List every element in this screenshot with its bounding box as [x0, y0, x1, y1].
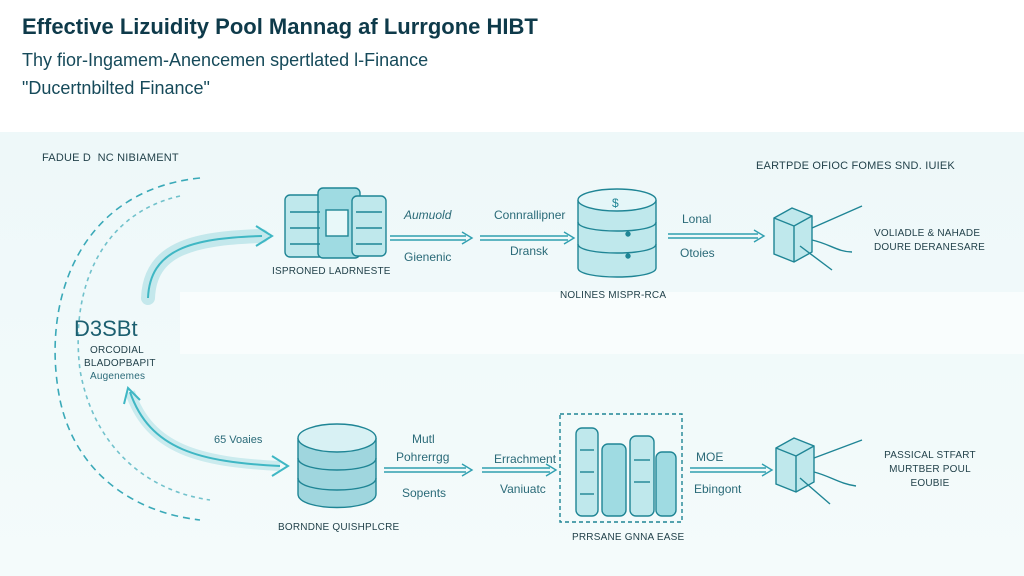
center-title: D3SBt [74, 316, 138, 341]
cube-node-top [773, 205, 863, 271]
right-label-top-2: DOURE DERANESARE [874, 242, 985, 253]
bottom-label-d: Errachment [494, 452, 557, 466]
right-top-label: EARTPDE OFIOC FOMES SND. IUIEK [756, 160, 955, 172]
curved-arrow-top [141, 225, 274, 305]
center-line-2: BLADOPBAPIT [84, 358, 156, 369]
cube-node-bottom [775, 437, 863, 505]
right-label-bottom-1: PASSICAL STFART [884, 450, 976, 461]
database-cylinder-node-top: $ [577, 188, 657, 278]
bottom-label-g: Ebingont [694, 482, 742, 496]
disc-stack-node-bottom [297, 423, 377, 509]
bottom-row-arrows [384, 463, 774, 477]
curved-arrow-bottom [123, 386, 290, 477]
bottom-label-c: Sopents [402, 486, 447, 500]
coin-stack-node-bottom [559, 413, 683, 523]
server-cluster-node-top [284, 187, 387, 259]
top-node1-label: ISPRONED LADRNESTE [272, 266, 391, 277]
bottom-node1-label: BORNDNE QUISHPLCRE [278, 522, 400, 533]
bottom-label-f: MOE [696, 450, 724, 464]
top-label-f: Otoies [680, 246, 715, 260]
right-label-top-1: VOLIADLE & NAHADE [874, 228, 981, 239]
center-line-1: ORCODIAL [90, 345, 144, 356]
left-top-label: FADUE D NC NIBIAMENT [42, 152, 179, 164]
bottom-arrow-label: 65 Voaies [214, 434, 263, 446]
center-line-3: Augenemes [90, 371, 146, 382]
divider-band [180, 292, 1024, 354]
top-label-c: Connrallipner [494, 208, 566, 222]
diagram-panel [0, 132, 1024, 576]
top-row-arrows [390, 229, 766, 245]
right-label-bottom-3: EOUBIE [910, 478, 950, 489]
svg-text:$: $ [612, 196, 619, 210]
top-label-e: Lonal [682, 212, 712, 226]
bottom-label-b: Pohrerrgg [396, 450, 450, 464]
top-node2-label: NOLINES MISPR-RCA [560, 290, 667, 301]
bottom-node2-label: PRRSANE GNNA EASE [572, 532, 685, 543]
right-label-bottom-2: MURTBER POUL [889, 464, 971, 475]
page-title: Effective Lizuidity Pool Mannag af Lurrg… [22, 14, 538, 39]
left-dashed-arc [54, 177, 211, 521]
page-subtitle: Thy fior-Ingamem-Anencemen spertlated l-… [22, 50, 429, 70]
top-label-d: Dransk [510, 244, 549, 258]
bottom-label-e: Vaniuatc [500, 482, 546, 496]
bottom-label-a: Mutl [412, 432, 435, 446]
top-label-b: Gienenic [404, 250, 452, 264]
page-subtitle-2: "Ducertnbilted Finance" [22, 78, 210, 98]
top-label-a: Aumuold [404, 208, 452, 222]
